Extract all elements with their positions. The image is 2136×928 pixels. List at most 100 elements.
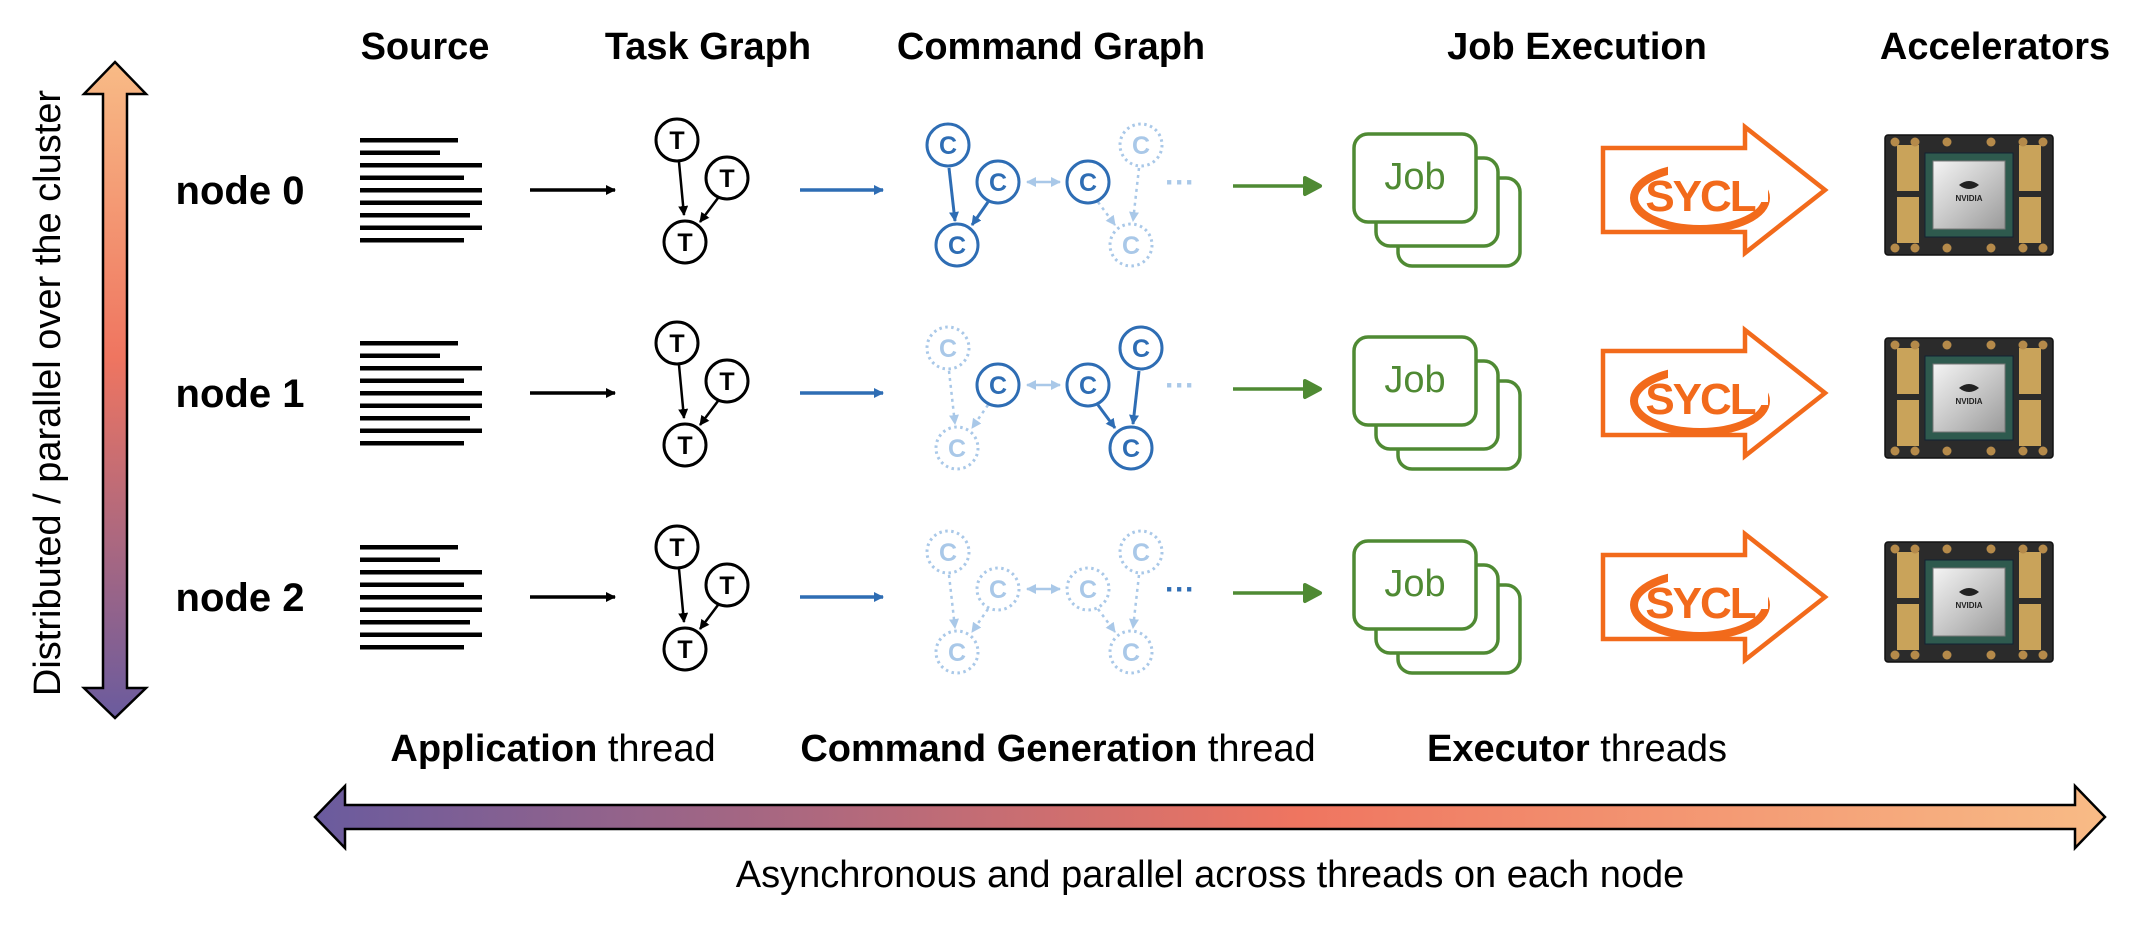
gpu-accelerator-icon: NVIDIA: [1884, 337, 2054, 459]
gpu-connector: [1897, 197, 1919, 243]
job-stack: Job: [1352, 335, 1522, 471]
gpu-mount-hole: [1986, 137, 1996, 147]
gpu-mount-hole: [2018, 446, 2028, 456]
command-node: [1108, 425, 1154, 471]
task-edge: [699, 400, 719, 426]
command-node: [934, 425, 980, 471]
header-accelerators: Accelerators: [1880, 26, 2110, 68]
horizontal-axis-label: Asynchronous and parallel across threads…: [736, 854, 1685, 896]
task-edge: [677, 161, 689, 216]
gpu-connector: [2019, 145, 2041, 191]
command-node-label: C: [939, 539, 957, 567]
gpu-vendor-text: NVIDIA: [1955, 194, 1982, 203]
gpu-vendor-logo: [1959, 588, 1979, 596]
gpu-mount-hole: [2038, 446, 2048, 456]
gpu-mount-hole: [1890, 243, 1900, 253]
command-node-label: C: [989, 169, 1007, 197]
source-line: [360, 403, 482, 408]
command-node: [934, 222, 980, 268]
task-node-label: T: [677, 432, 692, 460]
task-graph: T T T: [654, 117, 750, 265]
gpu-die: [1932, 160, 2006, 230]
task-node-label: T: [677, 636, 692, 664]
horizontal-axis-arrow: [313, 782, 2107, 852]
source-line: [360, 607, 482, 612]
gpu-mount-hole: [2038, 544, 2048, 554]
source-line: [360, 391, 482, 396]
node-label: node 2: [176, 576, 305, 620]
gpu-mount-hole: [1890, 446, 1900, 456]
job-label: Job: [1384, 359, 1445, 401]
gpu-mount-hole: [1910, 137, 1920, 147]
command-ellipsis: ···: [1165, 369, 1195, 402]
task-node-label: T: [719, 165, 734, 193]
task-node-label: T: [677, 229, 692, 257]
gpu-mount-hole: [2018, 340, 2028, 350]
command-node-label: C: [1132, 539, 1150, 567]
command-node: [925, 325, 971, 371]
source-line: [360, 441, 464, 446]
command-ellipsis: ···: [1165, 573, 1195, 606]
vertical-axis-label: Distributed / parallel over the cluster: [27, 90, 69, 697]
vertical-axis-arrow: [80, 60, 150, 720]
gpu-mount-hole: [1942, 544, 1952, 554]
command-node-label: C: [1122, 435, 1140, 463]
gpu-connector: [2019, 552, 2041, 598]
source-line: [360, 545, 458, 550]
source-line: [360, 620, 470, 625]
thread-label-executor: Executor threads: [1427, 728, 1727, 770]
command-edge: [947, 574, 959, 629]
gpu-connector: [1897, 400, 1919, 446]
command-node-label: C: [1122, 639, 1140, 667]
job-card-front: [1352, 539, 1478, 631]
task-graph: TTT: [654, 524, 750, 672]
gpu-die: [1932, 363, 2006, 433]
gpu-mount-hole: [1942, 446, 1952, 456]
gpu-connector: [1897, 348, 1919, 394]
task-node: [704, 562, 750, 608]
source-line: [360, 163, 482, 168]
gpu-mount-hole: [2038, 137, 2048, 147]
gpu-connector: [2019, 348, 2041, 394]
header-task-graph: Task Graph: [605, 26, 811, 68]
gpu-mount-hole: [1942, 243, 1952, 253]
gpu-mount-hole: [2038, 243, 2048, 253]
task-graph: TTT: [654, 320, 750, 468]
gpu-mount-hole: [1910, 650, 1920, 660]
command-node-label: C: [1122, 232, 1140, 260]
source-code-icon: [360, 341, 482, 446]
arrow-command-to-job-head: [1303, 176, 1322, 196]
source-line: [360, 632, 482, 637]
gpu-mount-hole: [1986, 650, 1996, 660]
task-edge: [677, 568, 689, 623]
gpu-mount-hole: [1890, 544, 1900, 554]
header-source: Source: [361, 26, 490, 68]
job-label: Job: [1384, 563, 1445, 605]
command-node-label: C: [939, 132, 957, 160]
source-line: [360, 353, 440, 358]
command-node-label: C: [948, 435, 966, 463]
gpu-mount-hole: [1910, 243, 1920, 253]
task-node: [662, 422, 708, 468]
command-node-label: C: [1132, 132, 1150, 160]
command-node-label: C: [1079, 576, 1097, 604]
command-node: [934, 629, 980, 675]
gpu-mount-hole: [1910, 544, 1920, 554]
source-code-icon: [360, 138, 482, 243]
gpu-mount-hole: [2018, 544, 2028, 554]
command-edge: [970, 404, 990, 429]
command-node-label: C: [1079, 169, 1097, 197]
task-node-label: T: [669, 127, 684, 155]
job-card-front: [1352, 132, 1478, 224]
task-node: [654, 320, 700, 366]
command-node-label: C: [989, 372, 1007, 400]
task-node: [704, 358, 750, 404]
command-edge: [970, 201, 990, 226]
gpu-vendor-logo: [1959, 384, 1979, 392]
sycl-arrow: SYCL: [1600, 325, 1829, 461]
